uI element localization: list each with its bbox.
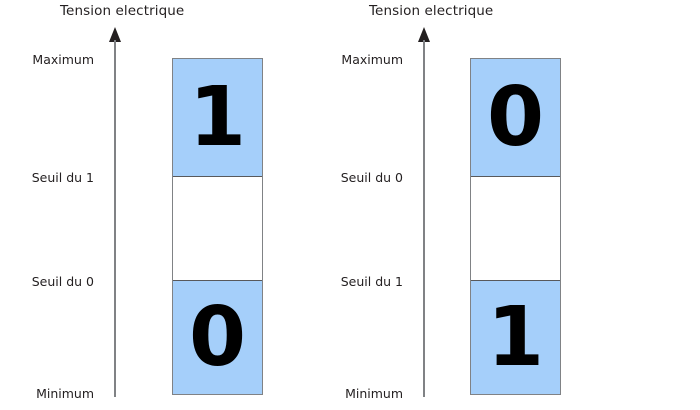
band-undefined-level <box>471 177 560 280</box>
tick-label-maximum: Maximum <box>32 52 94 67</box>
band-high-level: 1 <box>173 59 262 177</box>
band-digit-high: 0 <box>486 69 545 165</box>
voltage-bar: 0 1 <box>470 58 561 395</box>
tick-label-lower-threshold: Seuil du 0 <box>31 274 94 289</box>
tick-label-lower-threshold: Seuil du 1 <box>340 274 403 289</box>
chart-title: Tension electrique <box>60 3 185 19</box>
band-undefined-level <box>173 177 262 280</box>
diagram-positive-logic: Tension electrique Maximum Seuil du 1 Se… <box>31 3 263 401</box>
band-low-level: 0 <box>173 280 262 394</box>
tick-label-minimum: Minimum <box>345 386 403 401</box>
axis-arrowhead-icon <box>109 27 121 42</box>
tick-label-minimum: Minimum <box>36 386 94 401</box>
band-digit-low: 0 <box>188 289 247 385</box>
band-digit-high: 1 <box>188 69 247 165</box>
voltage-axis-line <box>423 40 425 397</box>
chart-title: Tension electrique <box>369 3 494 19</box>
band-low-level: 1 <box>471 280 560 394</box>
voltage-axis-line <box>114 40 116 397</box>
tick-label-upper-threshold: Seuil du 1 <box>31 170 94 185</box>
diagram-negative-logic: Tension electrique Maximum Seuil du 0 Se… <box>310 0 700 410</box>
voltage-bar: 1 0 <box>172 58 263 395</box>
axis-arrowhead-icon <box>418 27 430 42</box>
band-digit-low: 1 <box>486 289 545 385</box>
tick-label-maximum: Maximum <box>341 52 403 67</box>
tick-label-upper-threshold: Seuil du 0 <box>340 170 403 185</box>
band-high-level: 0 <box>471 59 560 177</box>
